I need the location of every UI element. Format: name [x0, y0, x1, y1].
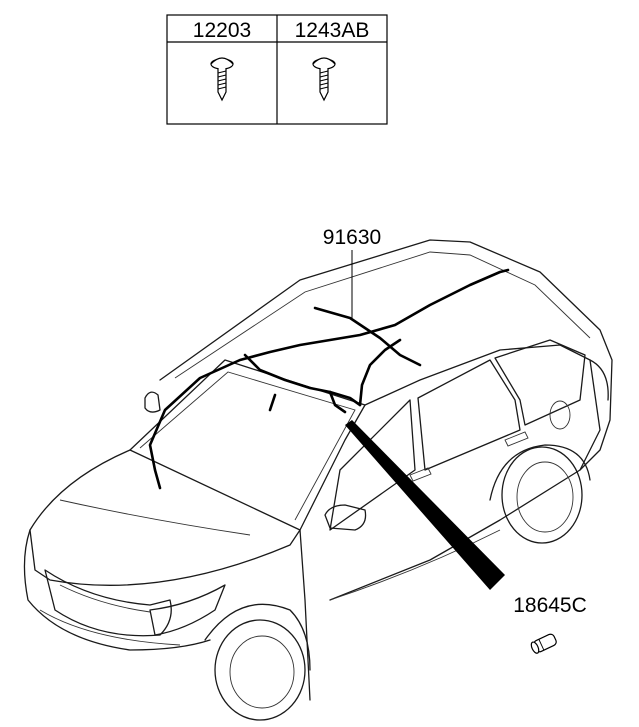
suv-outline: [23, 239, 613, 721]
screw-icon: [312, 57, 336, 102]
callout-18645C: 18645C: [513, 594, 587, 617]
roof-harness: [148, 268, 510, 490]
grommet-icon: [530, 633, 557, 654]
grommet-pointer: [345, 420, 505, 590]
part-number-1243AB: 1243AB: [295, 19, 370, 42]
callout-91630: 91630: [323, 226, 381, 249]
parts-table: 12203 1243AB: [166, 14, 388, 125]
part-number-12203: 12203: [193, 19, 251, 42]
screw-icon: [210, 57, 234, 102]
